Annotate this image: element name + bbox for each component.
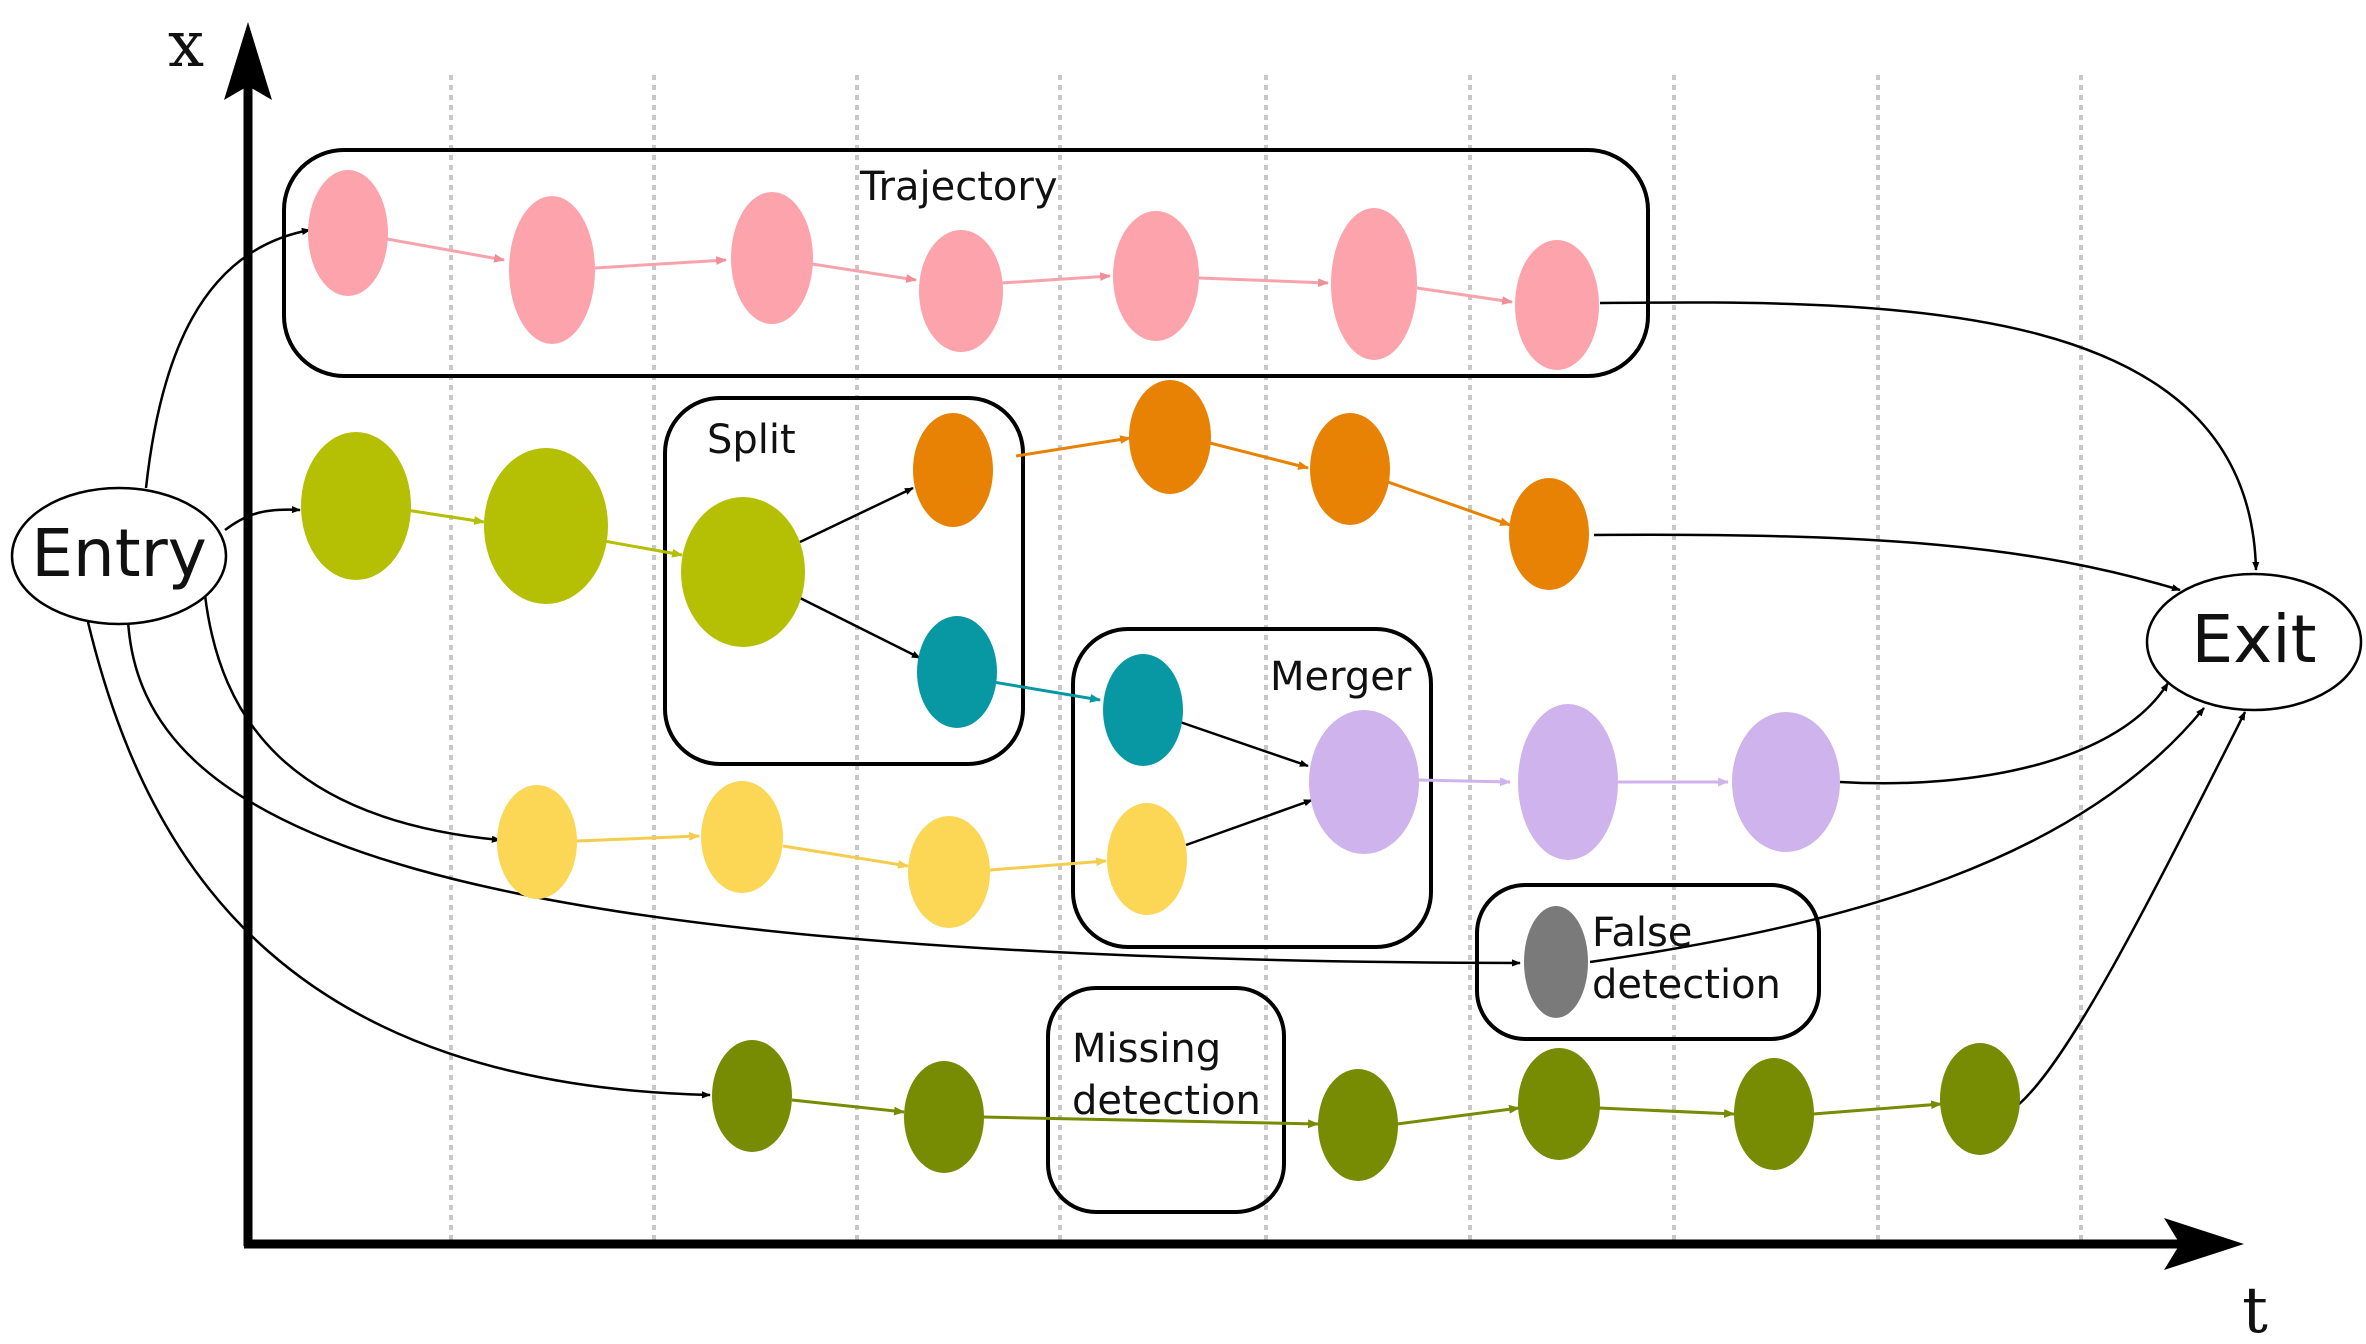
- split-box: [663, 396, 1025, 766]
- detection-node: [1509, 478, 1589, 590]
- track-arrow: [594, 256, 728, 270]
- detection-node: [712, 1040, 792, 1152]
- entry-connectors: [86, 227, 1521, 1099]
- detection-node: [1103, 654, 1183, 766]
- track-arrow: [1387, 480, 1512, 527]
- detection-node: [1518, 1048, 1600, 1160]
- detection-node: [1515, 240, 1599, 370]
- grey-to-exit-arrow: [1589, 707, 2205, 964]
- detection-node: [308, 170, 388, 296]
- detection-node: [1113, 211, 1199, 341]
- track-arrow: [982, 1115, 1320, 1129]
- track-arrow: [386, 237, 506, 263]
- pink-to-exit-arrow: [1599, 301, 2260, 571]
- axes: x t: [168, 8, 2268, 1344]
- false-detection-label-line2: detection: [1592, 962, 1781, 1008]
- detection-node: [509, 196, 595, 344]
- olive-track: [712, 1040, 2020, 1181]
- t-axis-label: t: [2242, 1274, 2268, 1344]
- entry-to-grey-arrow: [126, 619, 1521, 967]
- track-arrow: [791, 1098, 906, 1116]
- entry-node: Entry: [10, 486, 228, 626]
- track-arrow: [1015, 435, 1132, 458]
- missing-detection-box: [1046, 986, 1286, 1214]
- merge-arrow: [1179, 720, 1309, 768]
- false-detection-label-line1: False: [1592, 910, 1692, 956]
- orange-to-exit-arrow: [1593, 533, 2181, 592]
- entry-to-pink-arrow: [144, 227, 311, 489]
- t-axis-arrowhead: [2164, 1218, 2244, 1270]
- detection-node: [1331, 208, 1417, 360]
- missing-detection-label-line2: detection: [1072, 1078, 1261, 1124]
- detection-node: [1734, 1058, 1814, 1170]
- split-arrow: [799, 486, 914, 544]
- detection-node: [1518, 704, 1618, 860]
- false-detection-node: [1524, 906, 1588, 1018]
- split-label: Split: [707, 417, 796, 463]
- detection-node: [913, 413, 993, 527]
- merge-arrow: [1185, 798, 1313, 847]
- detection-node: [1940, 1043, 2020, 1155]
- exit-connectors: [1589, 301, 2260, 1106]
- yellow-track: [497, 781, 1187, 928]
- detection-node: [497, 785, 577, 899]
- exit-node: Exit: [2145, 572, 2363, 712]
- merger-label: Merger: [1270, 654, 1412, 700]
- track-arrow: [989, 857, 1108, 872]
- entry-label: Entry: [31, 515, 207, 592]
- track-arrow: [576, 832, 701, 843]
- detection-node: [1310, 413, 1390, 525]
- track-arrow: [1198, 276, 1330, 288]
- detection-node: [1732, 712, 1840, 852]
- lavender-to-exit-arrow: [1839, 682, 2170, 785]
- split-arrow: [799, 596, 921, 660]
- entry-to-lime-arrow: [224, 505, 301, 532]
- track-arrow: [811, 262, 918, 283]
- detection-node: [1309, 710, 1419, 854]
- merger-box: [1071, 627, 1433, 949]
- track-arrow: [405, 508, 486, 525]
- detection-node: [484, 448, 608, 604]
- track-arrow: [1416, 286, 1514, 305]
- time-grid: [449, 75, 2083, 1245]
- boxes: [282, 148, 1821, 1214]
- pink-track: [308, 170, 1599, 370]
- detection-node: [904, 1061, 984, 1173]
- lime-orange-teal-lavender-track: [301, 380, 1840, 860]
- detection-node: [908, 816, 990, 928]
- trajectory-box: [282, 148, 1650, 378]
- detection-node: [1129, 380, 1211, 494]
- track-arrow: [1209, 441, 1310, 470]
- detection-node: [919, 230, 1003, 352]
- detection-node: [731, 192, 813, 324]
- entry-to-olive-arrow: [86, 621, 711, 1099]
- track-arrow: [782, 844, 910, 869]
- detection-node: [917, 616, 997, 728]
- x-axis-arrowhead: [224, 22, 272, 100]
- x-axis-label: x: [168, 8, 204, 82]
- trajectory-label: Trajectory: [859, 164, 1058, 210]
- detection-node: [301, 432, 411, 580]
- track-arrow: [1598, 1106, 1736, 1118]
- track-arrow: [1001, 272, 1112, 285]
- olive-to-exit-arrow: [2017, 711, 2247, 1106]
- detection-node: [681, 497, 805, 647]
- track-arrow: [1812, 1100, 1943, 1116]
- missing-detection-label-line1: Missing: [1072, 1026, 1221, 1072]
- track-arrow: [603, 539, 684, 558]
- entry-to-yellow-arrow: [203, 594, 501, 843]
- track-arrow: [1396, 1104, 1521, 1126]
- track-arrow: [992, 680, 1102, 703]
- track-arrow: [1417, 777, 1512, 787]
- detection-node: [701, 781, 783, 893]
- exit-label: Exit: [2192, 601, 2317, 678]
- detection-node: [1107, 803, 1187, 915]
- detection-node: [1318, 1069, 1398, 1181]
